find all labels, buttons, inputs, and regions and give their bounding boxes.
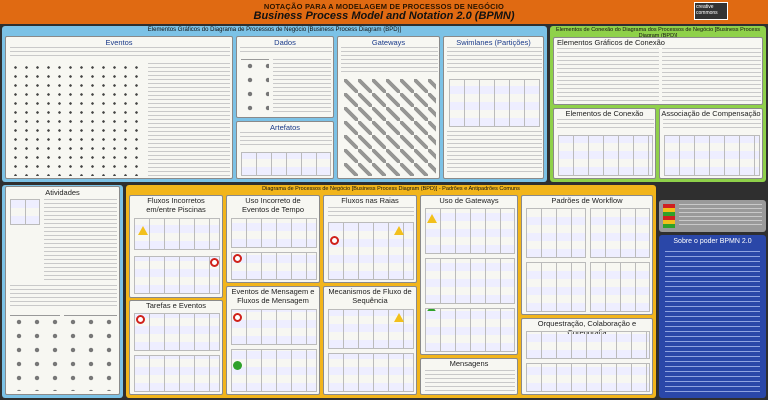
uso-gateways-title: Uso de Gateways: [439, 196, 499, 205]
dados-panel: Dados: [236, 36, 334, 118]
elementos-conexao-panel: Elementos de Conexão: [553, 108, 656, 179]
poster-subtitle: Business Process Model and Notation 2.0 …: [253, 10, 515, 22]
warning-icon: [427, 214, 437, 223]
mensagens-title: Mensagens: [449, 359, 489, 368]
eventos-title: Eventos: [105, 38, 133, 47]
fluxos-raias-panel: Fluxos nas Raias: [323, 195, 417, 283]
prohibited-icon: [136, 315, 145, 324]
prohibited-icon: [330, 236, 339, 245]
connection-section-title: Elementos de Conexão do Diagrama dos Pro…: [556, 27, 760, 39]
conexao-grafica-panel: Elementos Gráficos de Conexão: [553, 37, 763, 105]
mecanismos-panel: Mecanismos de Fluxo de Sequência: [323, 286, 417, 395]
artefatos-panel: Artefatos: [236, 121, 334, 179]
mecanismos-title: Mecanismos de Fluxo de Sequência: [328, 287, 412, 305]
padroes-workflow-panel: Padrões de Workflow: [521, 195, 653, 315]
orquestracao-panel: Orquestração, Colaboração e Coreografia: [521, 318, 653, 395]
header-bar: [0, 0, 768, 24]
swimlanes-panel: Swimlanes (Partições): [443, 36, 544, 179]
fluxos-raias-title: Fluxos nas Raias: [341, 196, 399, 205]
atividades-panel: Atividades: [5, 186, 120, 395]
prohibited-icon: [233, 254, 242, 263]
gateway-symbols: [344, 79, 436, 176]
artefatos-title: Artefatos: [269, 123, 300, 132]
warning-icon: [394, 313, 404, 322]
uso-incorreto-tempo-title: Uso Incorreto de Eventos de Tempo: [242, 196, 304, 214]
fluxos-incorretos-panel: Fluxos Incorretos em/entre Piscinas: [129, 195, 223, 298]
warning-icon: [138, 226, 148, 235]
uso-gateways-panel: Uso de Gateways: [420, 195, 518, 355]
uso-incorreto-tempo-panel: Uso Incorreto de Eventos de Tempo: [226, 195, 320, 283]
conexao-grafica-title: Elementos Gráficos de Conexão: [557, 38, 665, 47]
poster-title: NOTAÇÃO PARA A MODELAGEM DE PROCESSOS DE…: [263, 2, 505, 11]
bpd-elements-title: Elementos Gráficos do Diagrama de Proces…: [147, 27, 402, 33]
eventos-mensagem-title: Eventos de Mensagem e Fluxos de Mensagem: [231, 287, 315, 305]
fluxos-incorretos-title: Fluxos Incorretos em/entre Piscinas: [146, 196, 206, 214]
gateways-panel: Gateways: [337, 36, 440, 179]
elementos-conexao-title: Elementos de Conexão: [565, 109, 644, 118]
eventos-mensagem-panel: Eventos de Mensagem e Fluxos de Mensagem: [226, 286, 320, 395]
associacao-panel: Associação de Compensação: [659, 108, 763, 179]
prohibited-icon: [233, 313, 242, 322]
eventos-panel: Eventos: [5, 36, 233, 179]
mensagens-panel: Mensagens: [420, 358, 518, 395]
prohibited-icon: [210, 258, 219, 267]
associacao-title: Associação de Compensação: [661, 109, 761, 118]
approved-icon: [233, 361, 242, 370]
swimlanes-title: Swimlanes (Partições): [456, 38, 531, 47]
creative-commons-logo: creative commons: [694, 2, 728, 20]
tarefas-eventos-title: Tarefas e Eventos: [145, 301, 207, 310]
padroes-workflow-title: Padrões de Workflow: [551, 196, 623, 205]
sobre-title: Sobre o poder BPMN 2.0: [673, 238, 752, 245]
gateways-title: Gateways: [371, 38, 406, 47]
atividades-title: Atividades: [45, 188, 80, 197]
warning-icon: [394, 226, 404, 235]
legend-panel: [659, 200, 766, 232]
sobre-panel: Sobre o poder BPMN 2.0: [659, 235, 766, 398]
dados-title: Dados: [274, 38, 296, 47]
tarefas-eventos-panel: Tarefas e Eventos: [129, 300, 223, 395]
event-symbols-grid: [10, 63, 145, 176]
patterns-section-title: Diagrama de Processos de Negócio [Busine…: [262, 186, 520, 192]
logo-text: creative commons: [696, 4, 718, 16]
